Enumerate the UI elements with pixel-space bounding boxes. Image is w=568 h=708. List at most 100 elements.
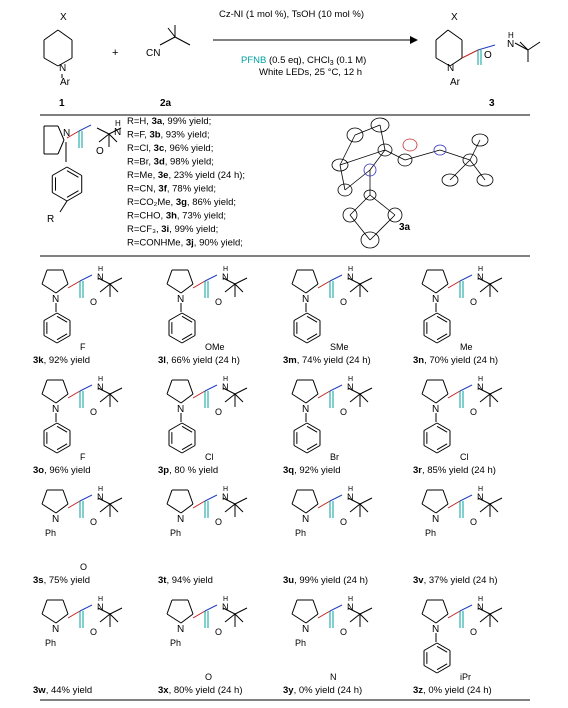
bond [78,124,92,132]
substituent-3l: OMe [205,342,225,352]
table-entry-3b: R=F, 3b, 93% yield; [127,130,210,141]
h-label-3r: H [478,376,483,383]
bond [180,393,194,404]
h-label-3y: H [348,596,353,603]
bond [168,312,183,321]
conditions-line-2: PFNB (0.5 eq), CHCl3 (0.1 M) [241,55,366,67]
bond [447,29,463,41]
bond [305,393,319,404]
bond [459,274,473,282]
bond [41,489,48,505]
bond [312,599,319,615]
bond [204,274,218,282]
bond [79,384,93,392]
bond [109,607,123,615]
bond [62,379,69,395]
product-nh-label: N [507,39,514,50]
reaction-arrow-head [410,36,418,44]
table-entry-3i: R=CF₃, 3i, 99% yield; [127,224,218,235]
o-label-3u: O [340,517,347,527]
bond [421,489,428,505]
h-label-3o: H [98,376,103,383]
bond [187,489,194,505]
o-label-3m: O [340,297,347,307]
bond [181,443,193,451]
bond [359,277,373,285]
yield-label-3l: 3l, 66% yield (24 h) [158,355,240,366]
bond [187,379,194,395]
product-n-atom: N [447,63,454,74]
bond [52,192,68,202]
table-n-atom: N [63,128,70,139]
h-label-3z: H [478,596,483,603]
bond [442,489,449,505]
ph-label-3u: Ph [295,528,306,538]
bond [349,613,361,623]
bond [359,607,373,615]
o-label-3s: O [90,517,97,527]
bond [222,277,236,285]
bond [436,445,451,454]
bond [436,645,448,653]
bond [421,269,428,285]
bond [97,497,111,505]
bond [43,335,58,344]
yield-label-3p: 3p, 80 % yield [158,465,218,476]
bond [477,387,491,395]
n-atom-3w: N [52,624,59,635]
n-atom-3v: N [432,514,439,525]
bond [181,425,193,433]
bond [421,503,437,514]
h-label-3n: H [478,266,483,273]
bond [435,57,451,67]
bond [234,497,248,505]
table-entry-3g: R=CO₂Me, 3g, 86% yield; [127,197,236,208]
bond [435,503,449,514]
bond [181,312,196,321]
bond [423,335,438,344]
nh-label-3r: N [477,382,484,392]
bond [67,500,81,509]
bond [359,283,369,293]
bond [166,269,173,285]
bond [192,390,206,399]
bond [447,610,461,619]
bond [329,274,343,282]
bond [435,283,449,294]
ar-label: Ar [60,77,71,88]
bond [489,497,503,505]
bond [56,315,68,323]
bond [436,425,448,433]
substituent-3z: iPr [460,672,471,682]
substituent-3p: Cl [205,452,214,462]
bond [421,379,428,395]
bond [317,390,331,399]
o-label-3o: O [90,407,97,417]
bond [67,390,81,399]
bond [479,503,491,513]
conditions-solvent: (0.5 eq), CHCl [266,55,329,66]
bond [477,277,491,285]
table-entry-3a: R=H, 3a, 99% yield; [127,116,211,127]
bond [109,283,119,293]
n-atom-3k: N [52,294,59,305]
n-atom-3m: N [302,294,309,305]
bond [43,445,58,454]
bond [479,613,491,623]
bond [291,379,298,395]
nh-label-3q: N [347,382,354,392]
bond [79,494,93,502]
header-reactant-2a: CN 2a [146,48,172,109]
yield-label-3u: 3u, 99% yield (24 h) [283,575,368,586]
yield-label-3m: 3m, 74% yield (24 h) [283,355,371,366]
bond [67,610,81,619]
nh-label-3v: N [477,492,484,502]
bond [99,283,111,293]
bond [62,489,69,505]
bond [234,277,248,285]
bond [359,503,369,513]
bond [55,283,69,294]
bond [291,393,307,404]
aryl-table: N O N H R R=H, 3a, 99% yield;R=F, 3b, 93… [47,116,245,249]
conditions-line-3: White LEDs, 25 °C, 12 h [259,67,362,78]
